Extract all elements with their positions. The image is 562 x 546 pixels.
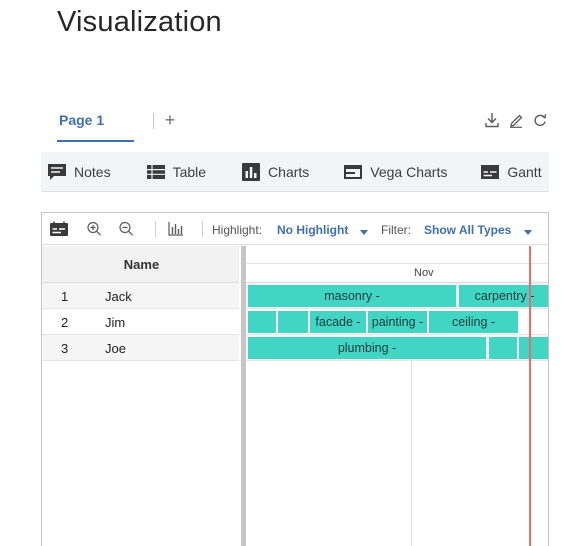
- task-bar[interactable]: [248, 311, 276, 333]
- highlight-dropdown[interactable]: No Highlight: [277, 223, 349, 237]
- grid-header-name[interactable]: Name: [42, 246, 239, 283]
- page-title: Visualization: [57, 6, 222, 38]
- highlight-label: Highlight:: [212, 223, 263, 237]
- task-bar[interactable]: [489, 337, 517, 359]
- gantt-toolbar: Highlight: No Highlight Filter: Show All…: [42, 213, 548, 245]
- tab-charts[interactable]: Charts: [241, 152, 309, 191]
- table-row[interactable]: 1 Jack: [42, 283, 239, 309]
- table-icon: [146, 164, 165, 179]
- notes-icon: [48, 163, 66, 180]
- tab-page-1[interactable]: Page 1: [59, 112, 105, 128]
- tab-gantt[interactable]: Gantt: [480, 152, 542, 191]
- tab-notes[interactable]: Notes: [47, 152, 111, 191]
- filter-chevron-down-icon[interactable]: [524, 230, 532, 235]
- task-bar[interactable]: ceiling -: [429, 311, 518, 333]
- task-bar[interactable]: painting -: [368, 311, 427, 333]
- timeline-row: facade - painting - ceiling -: [246, 309, 548, 335]
- tab-gantt-label: Gantt: [507, 163, 542, 180]
- timeline-gridline: [411, 283, 412, 546]
- gantt-chart: Highlight: No Highlight Filter: Show All…: [41, 212, 549, 546]
- row-number: 3: [61, 341, 69, 356]
- gantt-grid: Name 1 Jack 2 Jim 3 Joe: [42, 246, 239, 546]
- zoom-out-icon[interactable]: [118, 221, 136, 237]
- tab-divider: [153, 113, 154, 129]
- timeline-row: masonry - carpentry -: [246, 283, 548, 309]
- filter-label: Filter:: [381, 223, 411, 237]
- grid-splitter[interactable]: [241, 246, 246, 546]
- page-tabs: Page 1 +: [41, 104, 549, 144]
- tab-vega-charts[interactable]: Vega Charts: [343, 152, 447, 191]
- gantt-timeline: Nov masonry - carpentry - facade - paint…: [246, 246, 548, 546]
- download-icon[interactable]: [485, 112, 499, 128]
- toolbar-separator: [155, 221, 156, 237]
- timeline-row: plumbing -: [246, 335, 548, 361]
- task-bar[interactable]: masonry -: [248, 285, 456, 307]
- active-tab-indicator: [57, 140, 134, 142]
- timeline-header-top: [246, 246, 548, 264]
- row-name: Jack: [105, 289, 132, 304]
- table-row[interactable]: 3 Joe: [42, 335, 239, 361]
- row-number: 2: [61, 315, 69, 330]
- vega-chart-icon: [344, 164, 363, 179]
- add-page-button[interactable]: +: [164, 110, 176, 130]
- today-marker-line: [529, 246, 531, 546]
- zoom-in-icon[interactable]: [86, 221, 104, 237]
- gantt-icon: [481, 164, 500, 179]
- visualization-tabs: Notes Table Charts Vega Charts Gantt: [41, 152, 549, 192]
- timeline-month-label: Nov: [414, 267, 434, 279]
- task-bar[interactable]: plumbing -: [248, 337, 486, 359]
- tab-table[interactable]: Table: [146, 152, 206, 191]
- timeline-header: Nov: [246, 264, 548, 283]
- tab-notes-label: Notes: [74, 163, 111, 180]
- filter-dropdown[interactable]: Show All Types: [424, 223, 512, 237]
- tab-charts-label: Charts: [268, 163, 310, 180]
- row-name: Joe: [105, 341, 126, 356]
- tab-table-label: Table: [172, 163, 207, 180]
- task-bar[interactable]: facade -: [310, 311, 366, 333]
- tab-vega-charts-label: Vega Charts: [370, 163, 448, 180]
- row-name: Jim: [105, 315, 126, 330]
- bar-chart-icon: [242, 162, 261, 181]
- task-bar[interactable]: carpentry -: [459, 285, 548, 307]
- task-bar[interactable]: [278, 311, 308, 333]
- highlight-chevron-down-icon[interactable]: [360, 230, 368, 235]
- page-actions: [485, 112, 547, 128]
- edit-icon[interactable]: [509, 112, 523, 128]
- toolbar-separator: [202, 221, 203, 237]
- row-number: 1: [61, 289, 69, 304]
- task-bar[interactable]: [519, 337, 548, 359]
- table-row[interactable]: 2 Jim: [42, 309, 239, 335]
- gantt-view-icon[interactable]: [49, 221, 69, 237]
- refresh-icon[interactable]: [533, 112, 547, 128]
- chart-view-icon[interactable]: [167, 221, 185, 237]
